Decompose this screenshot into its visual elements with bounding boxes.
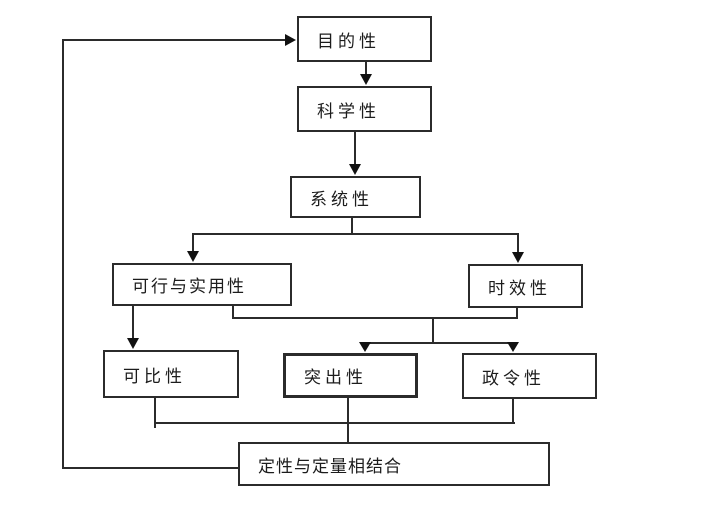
node-scientific: 科学性	[297, 86, 432, 132]
arrowhead-purpose	[285, 34, 296, 46]
arrowhead-scientific	[360, 74, 372, 85]
arrowhead-systematic	[349, 164, 361, 175]
node-purpose-label: 目的性	[317, 31, 380, 52]
node-feasible-label: 可行与实用性	[132, 277, 246, 297]
node-decree: 政令性	[462, 353, 597, 399]
arrowhead-prominent	[359, 342, 371, 352]
node-decree-label: 政令性	[482, 368, 545, 389]
node-combined-label: 定性与定量相结合	[258, 456, 402, 477]
node-qualitative-quantitative: 定性与定量相结合	[238, 442, 550, 486]
node-prominent-label: 突出性	[304, 368, 367, 388]
arrowhead-decree	[507, 342, 519, 352]
feedback-loop-line	[62, 39, 286, 469]
arrowhead-timeliness	[512, 252, 524, 263]
merge-bar-row4-bottom	[232, 306, 518, 319]
node-comparability: 可比性	[103, 350, 239, 398]
arrowhead-feasible	[187, 251, 199, 262]
node-systematic-label: 系统性	[310, 189, 373, 210]
arrowhead-comparable	[127, 338, 139, 349]
node-scientific-label: 科学性	[317, 101, 380, 122]
node-purpose: 目的性	[297, 16, 432, 62]
node-timeliness: 时效性	[468, 264, 583, 308]
node-systematic: 系统性	[290, 176, 421, 218]
node-prominence: 突出性	[283, 353, 418, 398]
node-timeliness-label: 时效性	[488, 278, 551, 299]
node-feasible-practical: 可行与实用性	[112, 263, 292, 306]
node-comparable-label: 可比性	[123, 366, 186, 387]
